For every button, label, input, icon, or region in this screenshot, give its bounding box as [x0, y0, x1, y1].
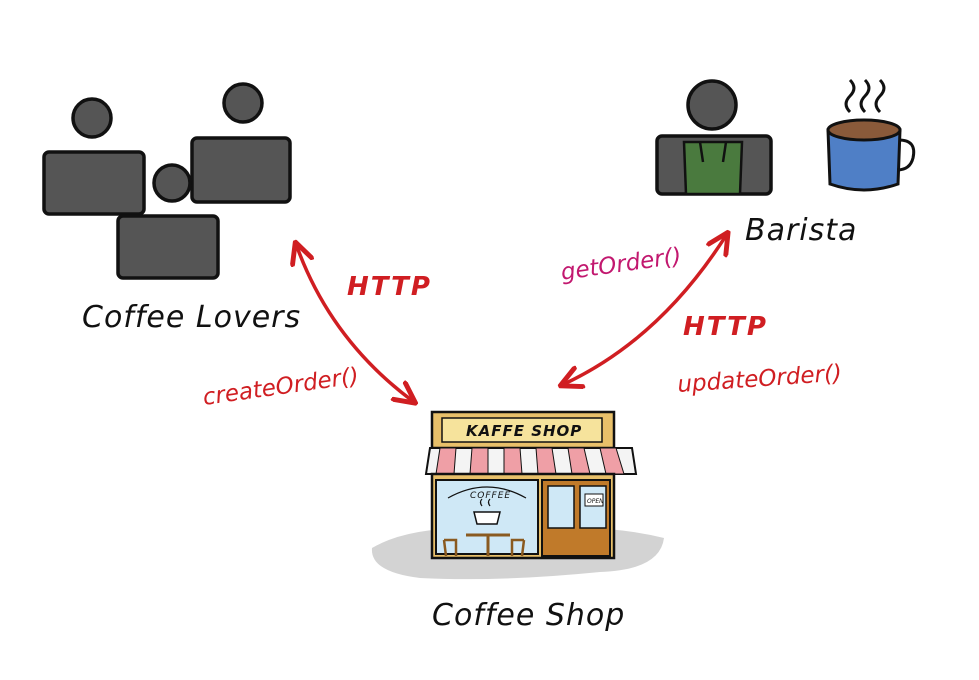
- coffee-lovers-icon: [42, 82, 292, 280]
- http-label-right: HTTP: [683, 312, 768, 342]
- update-order-label: updateOrder(): [677, 361, 843, 398]
- arrow-lovers-shop: [296, 244, 414, 402]
- coffee-shop-icon: [371, 410, 664, 580]
- coffee-lovers-label: Coffee Lovers: [82, 300, 301, 335]
- barista-label: Barista: [745, 213, 857, 248]
- create-order-label: createOrder(): [201, 363, 360, 411]
- shop-window-text: COFFEE: [470, 491, 511, 501]
- http-label-left: HTTP: [347, 272, 432, 302]
- arrow-barista-shop: [562, 234, 727, 385]
- get-order-label: getOrder(): [559, 243, 683, 286]
- coffee-shop-label: Coffee Shop: [432, 598, 625, 633]
- shop-sign-text: KAFFE SHOP: [466, 422, 582, 440]
- barista-icon: [655, 79, 773, 196]
- coffee-mug-icon: [826, 78, 916, 192]
- shop-door-sign: OPEN: [587, 498, 604, 505]
